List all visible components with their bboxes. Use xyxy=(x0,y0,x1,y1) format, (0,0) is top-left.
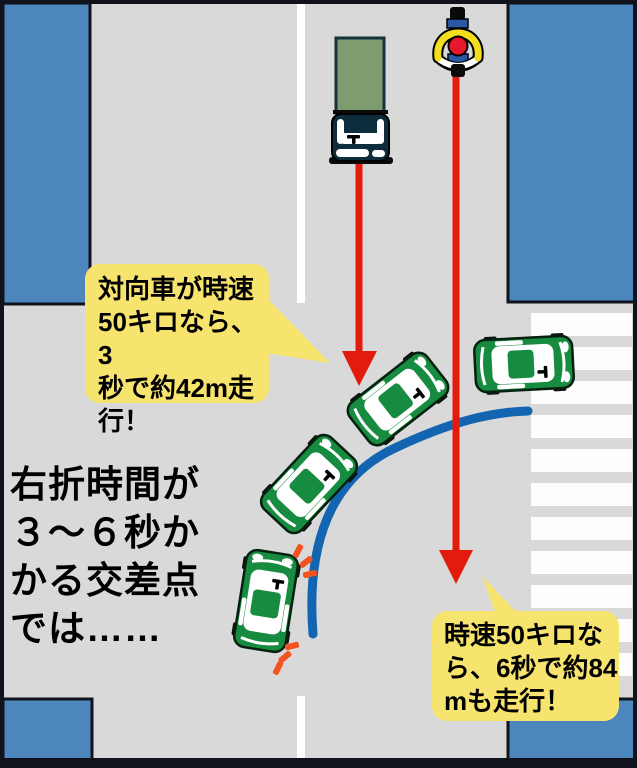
right-turn-path-icon xyxy=(307,406,533,639)
turning-car-4 xyxy=(472,330,576,398)
callout-oncoming-tail xyxy=(266,297,330,363)
callout-speed-tail xyxy=(482,576,519,615)
lane-line-top xyxy=(297,3,305,303)
caption-right-turn-time: 右折時間が ３〜６秒か かる交差点 では…… xyxy=(10,464,200,649)
building-top-left xyxy=(1,1,92,306)
callout-oncoming-car: 対向車が時速 50キロなら、3 秒で約42m走 行！ xyxy=(85,264,269,436)
blinker-dashes-rear xyxy=(272,641,300,675)
callout-speed-50: 時速50キロな ら、6秒で約84 mも走行！ xyxy=(432,611,619,721)
blinker-dashes-front xyxy=(292,544,318,579)
building-bottom-left xyxy=(1,697,94,765)
motorcycle-arrow-down-icon xyxy=(439,74,473,584)
truck-top-icon xyxy=(329,36,393,164)
lane-line-bottom xyxy=(297,696,305,758)
truck-arrow-down-icon xyxy=(342,164,377,386)
motorcycle-top-icon xyxy=(432,7,484,77)
diagram-frame-bottom xyxy=(0,758,637,765)
building-top-right xyxy=(506,1,637,304)
